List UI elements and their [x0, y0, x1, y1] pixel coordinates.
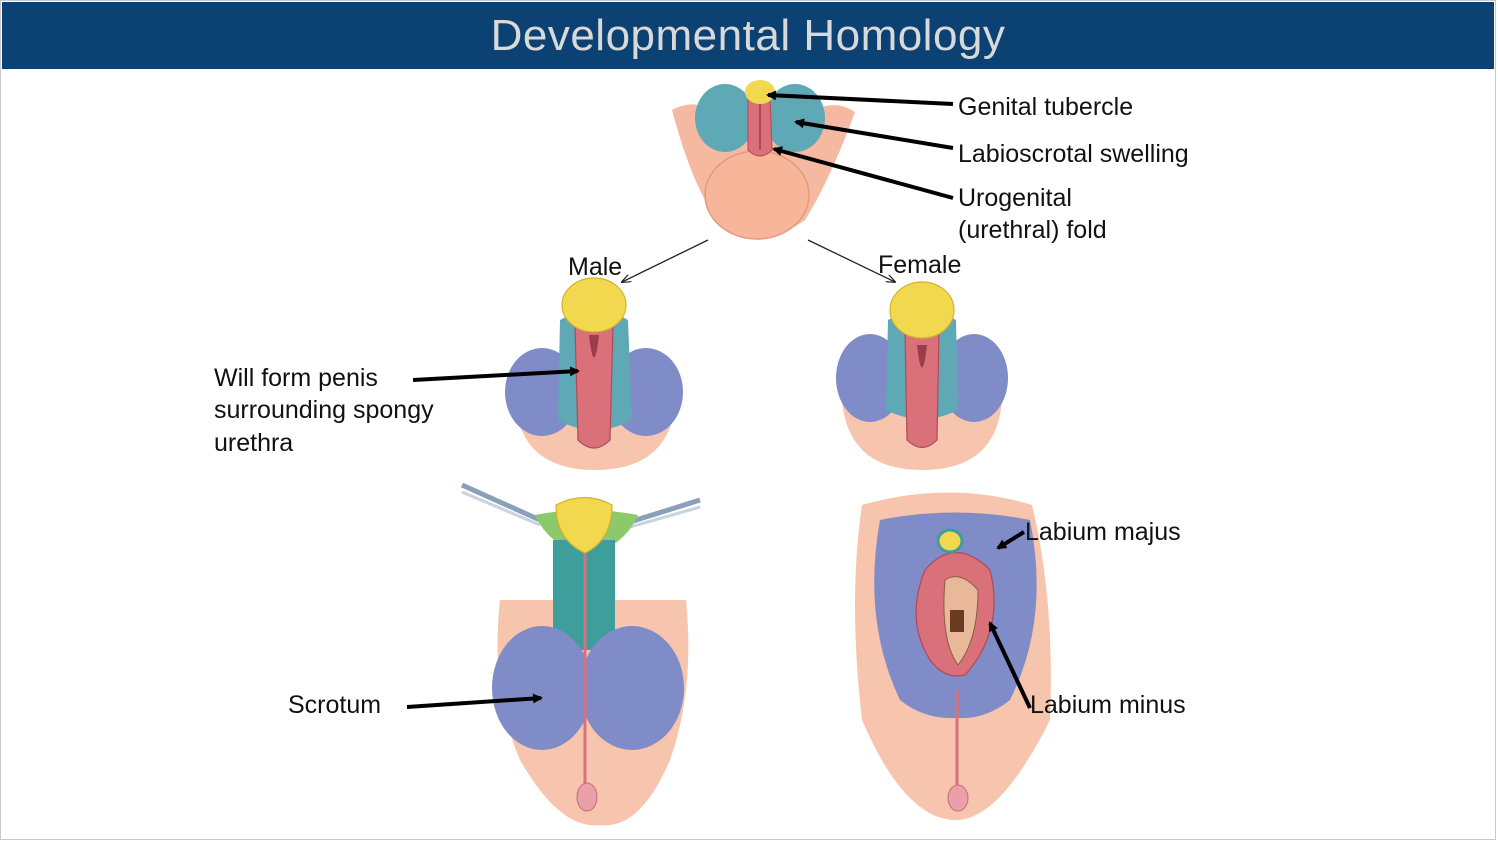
- title-bar: Developmental Homology: [2, 2, 1494, 69]
- labioscrotal-swelling-arrow: [794, 118, 954, 150]
- will-form-penis-label-line2: surrounding spongy: [214, 396, 434, 424]
- male-branch-label: Male: [568, 253, 623, 281]
- will-form-penis-arrow: [412, 366, 580, 382]
- slide-title: Developmental Homology: [490, 10, 1006, 60]
- male-early-stage-illustration: [505, 277, 683, 470]
- urogenital-fold-label-line2: (urethral) fold: [958, 216, 1107, 244]
- labium-majus-label: Labium majus: [1025, 518, 1181, 546]
- scrotum-label: Scrotum: [288, 691, 382, 719]
- scrotum-arrow: [406, 693, 543, 709]
- urogenital-fold-label-line1: Urogenital: [958, 184, 1072, 212]
- labium-minus-arrow: [988, 621, 1032, 709]
- genital-tubercle-arrow: [766, 90, 954, 106]
- genital-tubercle-label: Genital tubercle: [958, 93, 1134, 121]
- male-branch-arrow: [622, 239, 709, 282]
- indifferent-stage-illustration: [672, 80, 855, 240]
- female-branch-label: Female: [878, 251, 962, 279]
- labium-minus-label: Labium minus: [1030, 691, 1186, 719]
- will-form-penis-label-line3: urethra: [214, 429, 294, 457]
- male-mature-illustration: [460, 482, 701, 826]
- urogenital-fold-arrow: [772, 146, 954, 200]
- female-branch-arrow: [807, 239, 895, 282]
- labioscrotal-swelling-label: Labioscrotal swelling: [958, 140, 1189, 168]
- labium-majus-arrow: [996, 530, 1026, 550]
- female-early-stage-illustration: [836, 281, 1008, 470]
- will-form-penis-label-line1: Will form penis: [214, 364, 378, 392]
- female-mature-illustration: [855, 492, 1051, 820]
